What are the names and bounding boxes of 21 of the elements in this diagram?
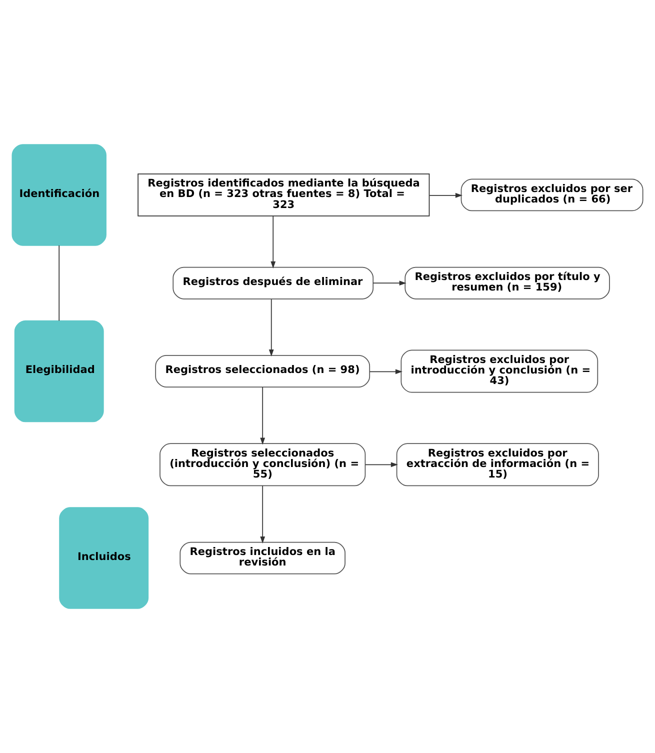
node-box: Registros identificados mediante la búsqueda en BD (n = 323 otras fuentes = 8) Total = 323 [138,173,430,216]
node-box: Incluidos [59,507,149,609]
node-box: Registros seleccionados (introducción y conclusión) (n = 55) [160,443,366,486]
node-box: Registros excluidos por extracción de información (n = 15) [396,443,599,486]
arrow [372,280,406,286]
node-box: Registros incluidos en la revisión [180,542,346,574]
node-box: Registros excluidos por título y resumen (n = 159) [404,266,610,300]
arrow [260,485,266,544]
connector [58,245,60,322]
arrow [364,462,398,468]
node-box: Registros seleccionados (n = 98) [155,355,370,388]
node-box: Identificación [12,144,106,246]
arrow [429,192,462,198]
node-box: Registros excluidos por introducción y conclusión (n = 43) [400,350,598,393]
arrow [369,369,402,374]
node-box: Registros después de eliminar [172,266,374,300]
node-box: Registros excluidos por ser duplicados (n = 66) [460,178,644,212]
arrow [268,298,274,356]
node-box: Elegibilidad [14,320,104,422]
arrow [270,216,276,268]
arrow [260,386,266,445]
